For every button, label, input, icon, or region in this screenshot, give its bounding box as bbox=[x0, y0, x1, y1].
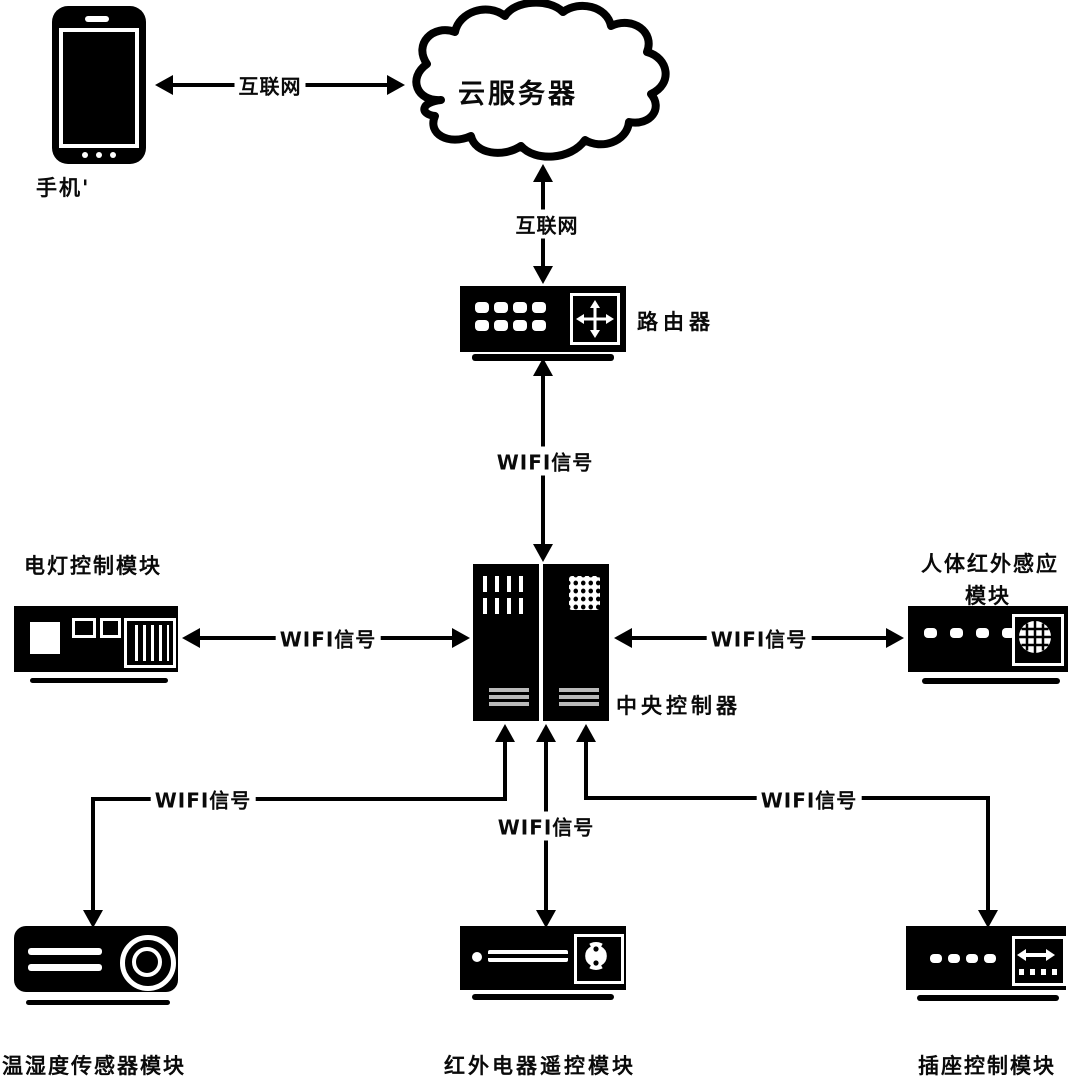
arrowhead-down-icon bbox=[83, 910, 103, 928]
controller-right-tower bbox=[543, 564, 609, 721]
phone-button bbox=[110, 152, 116, 158]
arrowhead-right-icon bbox=[452, 628, 470, 648]
arrowhead-right-icon bbox=[387, 75, 405, 95]
vent-grille-icon bbox=[124, 618, 176, 668]
pir-module-label-line2: 模块 bbox=[965, 584, 1011, 608]
arrowhead-down-icon bbox=[533, 266, 553, 284]
arrowhead-down-icon bbox=[533, 544, 553, 562]
cloud-label: 云服务器 bbox=[458, 79, 578, 110]
link-line bbox=[91, 797, 95, 912]
pir-module-icon bbox=[908, 606, 1068, 672]
arrowhead-up-icon bbox=[533, 164, 553, 182]
pir-module-shadow bbox=[922, 678, 1060, 684]
link-line bbox=[584, 740, 588, 800]
globe-sensor-icon bbox=[1012, 614, 1064, 666]
phone-screen bbox=[59, 28, 139, 148]
controller-left-tower bbox=[473, 564, 539, 721]
router-icon bbox=[460, 286, 626, 352]
link-line bbox=[503, 740, 507, 801]
link-label: WIFI信号 bbox=[493, 811, 599, 841]
temp-module-label: 温湿度传感器模块 bbox=[2, 1054, 186, 1078]
arrowhead-right-icon bbox=[886, 628, 904, 648]
light-module-label: 电灯控制模块 bbox=[24, 554, 162, 578]
socket-module-shadow bbox=[917, 995, 1059, 1001]
link-label: WIFI信号 bbox=[706, 623, 812, 653]
router-label: 路由器 bbox=[637, 310, 715, 334]
phone-button bbox=[96, 152, 102, 158]
arrowhead-up-icon bbox=[536, 724, 556, 742]
temp-module-shadow bbox=[26, 1000, 170, 1005]
arrowhead-left-icon bbox=[155, 75, 173, 95]
arrowhead-up-icon bbox=[533, 358, 553, 376]
swap-arrow-icon bbox=[1012, 936, 1066, 986]
knob-icon bbox=[120, 935, 176, 991]
ir-module-icon bbox=[460, 926, 626, 990]
arrowhead-down-icon bbox=[978, 910, 998, 928]
cloud-shape bbox=[412, 0, 670, 161]
socket-module-label: 插座控制模块 bbox=[918, 1054, 1056, 1078]
phone-label: 手机' bbox=[36, 176, 91, 200]
arrowhead-left-icon bbox=[614, 628, 632, 648]
link-line bbox=[91, 797, 507, 801]
link-label: 互联网 bbox=[511, 209, 583, 239]
arrowhead-up-icon bbox=[576, 724, 596, 742]
router-shadow bbox=[472, 354, 614, 361]
arrowhead-down-icon bbox=[536, 910, 556, 928]
phone-button bbox=[82, 152, 88, 158]
link-label: WIFI信号 bbox=[275, 623, 381, 653]
socket-module-icon bbox=[906, 926, 1066, 990]
phone-speaker bbox=[85, 16, 109, 22]
route-arrows-icon bbox=[570, 293, 620, 345]
controller-label: 中央控制器 bbox=[616, 694, 741, 718]
ir-emitter-icon bbox=[574, 934, 624, 984]
arrowhead-left-icon bbox=[182, 628, 200, 648]
light-module-icon bbox=[14, 606, 178, 672]
light-module-shadow bbox=[30, 678, 168, 683]
ir-module-shadow bbox=[472, 994, 614, 1000]
arrowhead-up-icon bbox=[495, 724, 515, 742]
smartphone-icon bbox=[52, 6, 146, 164]
link-label: WIFI信号 bbox=[150, 784, 256, 814]
link-label: WIFI信号 bbox=[756, 784, 862, 814]
link-label: 互联网 bbox=[234, 70, 306, 100]
temp-module-icon bbox=[14, 926, 178, 992]
link-line bbox=[986, 796, 990, 910]
pir-module-label-line1: 人体红外感应 bbox=[921, 552, 1059, 576]
ir-module-label: 红外电器遥控模块 bbox=[444, 1054, 636, 1078]
link-label: WIFI信号 bbox=[492, 446, 598, 476]
